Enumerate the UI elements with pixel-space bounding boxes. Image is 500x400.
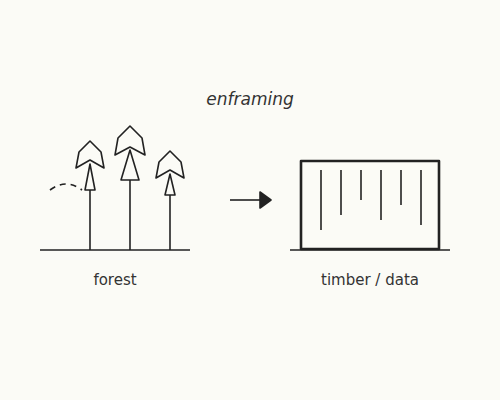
tree <box>76 141 104 250</box>
data-bars <box>321 170 421 230</box>
caption-label: timber / data <box>321 271 419 289</box>
diagram-title: enframing <box>206 89 293 109</box>
caption-label: forest <box>93 271 136 289</box>
tree <box>156 151 184 250</box>
tree <box>115 126 145 250</box>
frame-box <box>301 161 439 249</box>
arrow-line <box>230 199 262 201</box>
arrow-head <box>260 192 271 208</box>
ground-line <box>40 249 190 251</box>
dashed-stump <box>50 184 82 190</box>
